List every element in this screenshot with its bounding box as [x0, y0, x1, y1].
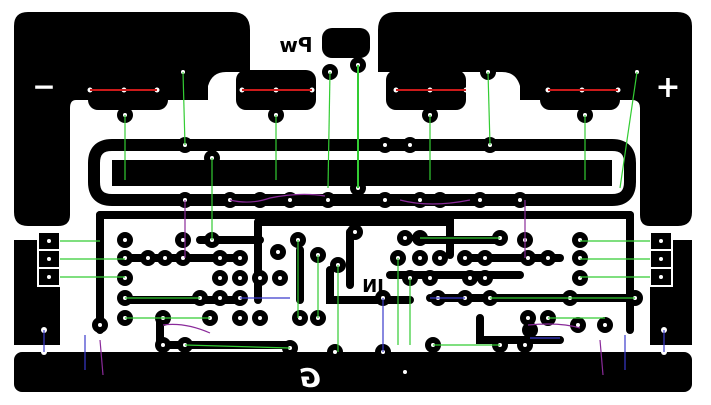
pw-label: Pw [279, 33, 312, 57]
ground-bar [14, 352, 692, 392]
purple-jumpers [99, 193, 604, 376]
minus-label: − [32, 70, 55, 103]
gnd-label: G [299, 364, 320, 394]
green-jumpers [60, 65, 650, 352]
loop-track [88, 139, 636, 206]
right-rail-pour [378, 12, 692, 226]
blue-jumpers [43, 297, 665, 370]
in-label: IN [362, 276, 384, 297]
left-rail-pour [14, 12, 250, 226]
pw-pad [322, 28, 370, 58]
plus-label: + [655, 70, 680, 105]
